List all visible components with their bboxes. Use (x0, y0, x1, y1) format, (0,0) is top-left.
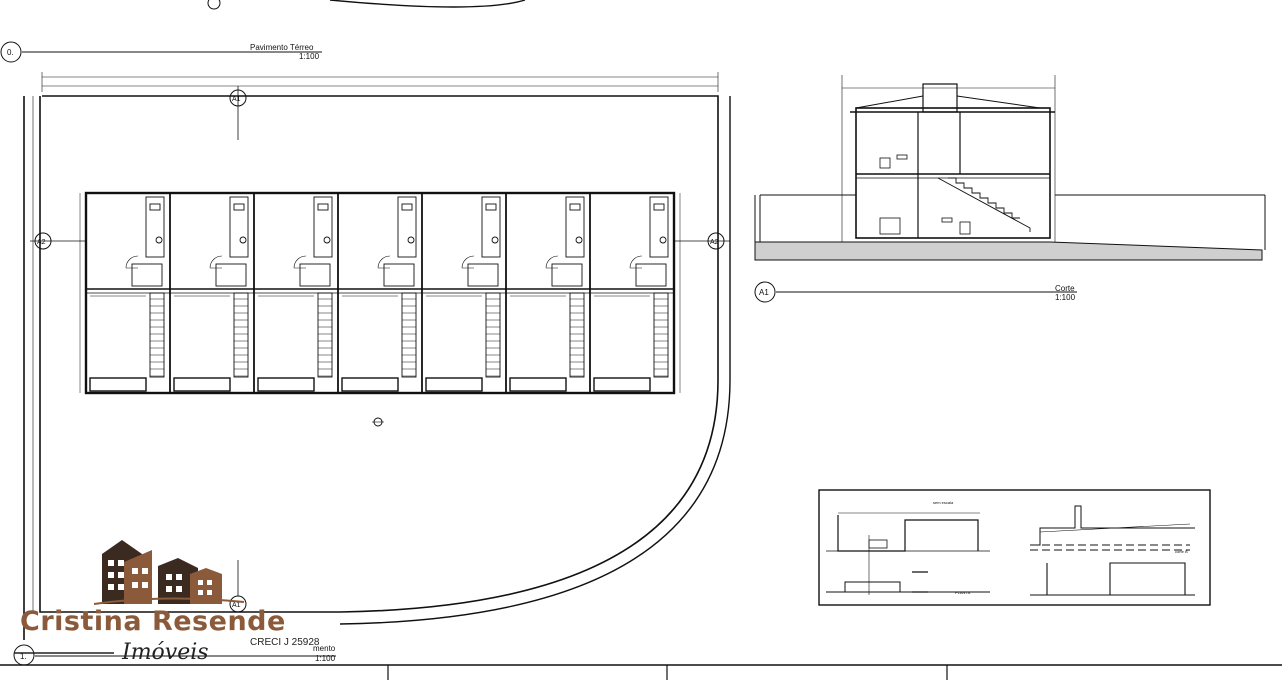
detail-title: sem escala (933, 500, 954, 505)
plan-marker-circle (0, 41, 22, 63)
axis-label-left: A2 (37, 239, 46, 246)
axis-marker-left (34, 232, 52, 250)
buildings-logo-icon (94, 540, 245, 605)
axis-marker-right (707, 232, 725, 250)
plan-scale: 1:100 (299, 52, 320, 61)
unit-stair (653, 292, 669, 378)
unit-hall (299, 263, 331, 287)
detail-label-corte: corte B (1175, 549, 1188, 554)
unit-bathroom (313, 196, 333, 258)
unit-balcony (341, 377, 399, 392)
axis-label-right: A2 (710, 239, 719, 246)
unit-stair (233, 292, 249, 378)
unit-balcony (593, 377, 651, 392)
unit-balcony (509, 377, 567, 392)
unit-bathroom (565, 196, 585, 258)
plan-scale-bottom: 1:100 (315, 654, 336, 663)
plan-title-bottom: mento (313, 644, 336, 653)
sink-fixture (401, 203, 413, 211)
axis-label-bottom: A1 (232, 602, 241, 609)
detail-box (818, 489, 1211, 606)
toilet-fixture (407, 236, 415, 244)
unit-balcony (425, 377, 483, 392)
unit-hall (383, 263, 415, 287)
unit-hall (215, 263, 247, 287)
unit-stair (485, 292, 501, 378)
sink-fixture (149, 203, 161, 211)
toilet-fixture (155, 236, 163, 244)
unit-bathroom (397, 196, 417, 258)
sink-fixture (569, 203, 581, 211)
unit-stair (317, 292, 333, 378)
unit-hall (551, 263, 583, 287)
brand-creci: CRECI J 25928 (250, 637, 320, 648)
sink-fixture (653, 203, 665, 211)
plan-title: Pavimento Térreo (250, 43, 314, 52)
unit-stair (149, 292, 165, 378)
axis-label-top: A1 (232, 96, 241, 103)
section-scale: 1:100 (1055, 293, 1076, 302)
unit-balcony (257, 377, 315, 392)
unit-bathroom (481, 196, 501, 258)
unit-hall (131, 263, 163, 287)
unit-balcony (89, 377, 147, 392)
toilet-fixture (323, 236, 331, 244)
brand-rule (14, 652, 114, 654)
unit-balcony (173, 377, 231, 392)
unit-stair (569, 292, 585, 378)
section-marker-circle (754, 281, 776, 303)
toilet-fixture (491, 236, 499, 244)
unit-bathroom (229, 196, 249, 258)
unit-stair (401, 292, 417, 378)
unit-bathroom (649, 196, 669, 258)
toilet-fixture (239, 236, 247, 244)
toilet-fixture (659, 236, 667, 244)
detail-label-planta: PLANTA (955, 590, 971, 595)
unit-hall (467, 263, 499, 287)
toilet-fixture (575, 236, 583, 244)
section-building (855, 107, 1051, 239)
section-marker-label: A1 (759, 288, 769, 297)
sink-fixture (233, 203, 245, 211)
unit-hall (635, 263, 667, 287)
sink-fixture (317, 203, 329, 211)
brand-subtitle: Imóveis (122, 640, 209, 665)
section-title: Corte (1055, 284, 1075, 293)
axis-marker-top (229, 89, 247, 107)
unit-bathroom (145, 196, 165, 258)
plan-marker-label: 0. (7, 48, 14, 57)
brand-name: Cristina Resende (20, 606, 286, 637)
sink-fixture (485, 203, 497, 211)
plan-marker-label-bottom: 1. (20, 652, 27, 661)
brand-watermark: Cristina Resende Imóveis CRECI J 25928 (14, 540, 319, 670)
